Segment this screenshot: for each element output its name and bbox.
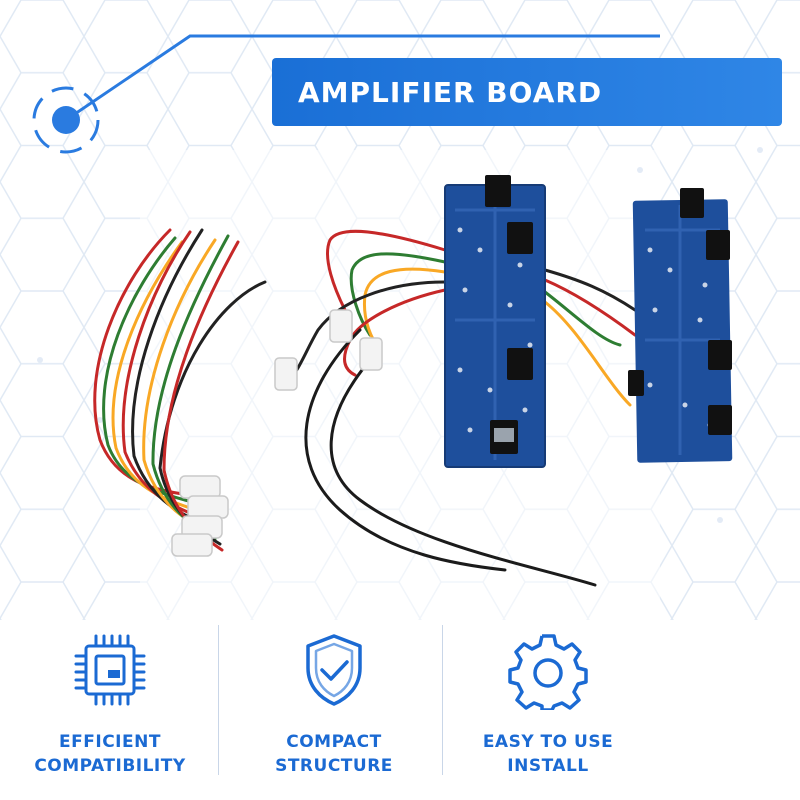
feature-divider: [442, 625, 443, 775]
feature-line-2: COMPATIBILITY: [34, 756, 186, 776]
feature-line-2: INSTALL: [507, 756, 589, 776]
features-row: EFFICIENT COMPATIBILITY COMPACT STRUCTUR…: [0, 620, 800, 800]
feature-line-1: EASY TO USE: [482, 732, 614, 752]
wire-harness: [93, 228, 267, 552]
feature-compact-structure: COMPACT STRUCTURE: [224, 620, 444, 800]
amplifier-boards-photo: [93, 175, 733, 587]
feature-line-1: EFFICIENT: [59, 732, 161, 752]
chip-icon: [74, 634, 146, 706]
feature-easy-to-use-install: EASY TO USE INSTALL: [438, 620, 658, 800]
amplifier-board-left: [444, 175, 546, 468]
gear-icon: [508, 634, 588, 710]
decorative-target-line: [32, 34, 660, 154]
banner-title: AMPLIFIER BOARD: [298, 75, 603, 109]
shield-check-icon: [306, 634, 362, 706]
feature-efficient-compatibility: EFFICIENT COMPATIBILITY: [0, 620, 220, 800]
feature-label: COMPACT STRUCTURE: [224, 730, 444, 778]
feature-divider: [218, 625, 219, 775]
feature-label: EASY TO USE INSTALL: [438, 730, 658, 778]
feature-label: EFFICIENT COMPATIBILITY: [0, 730, 220, 778]
feature-line-1: COMPACT: [286, 732, 382, 752]
feature-line-2: STRUCTURE: [275, 756, 393, 776]
amplifier-board-right: [628, 188, 733, 463]
title-banner: AMPLIFIER BOARD: [272, 58, 782, 126]
